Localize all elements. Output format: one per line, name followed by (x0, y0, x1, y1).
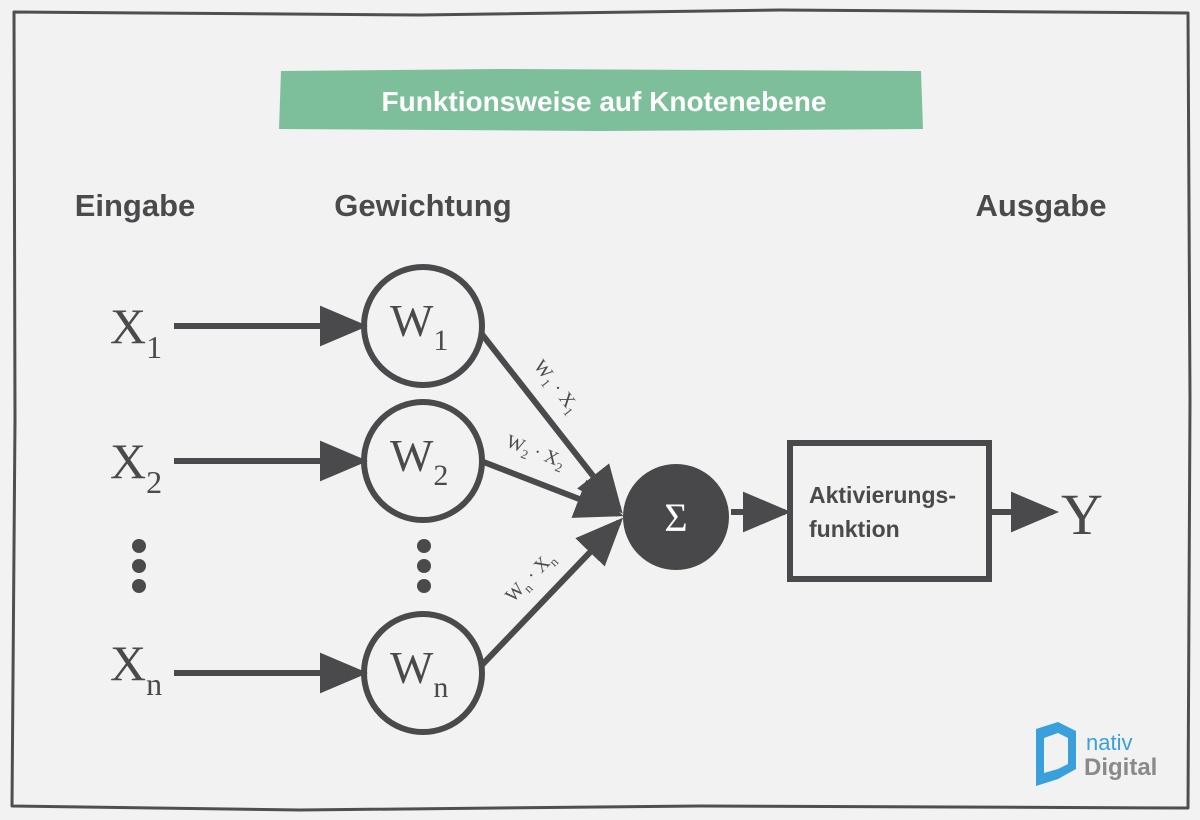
input-ellipsis (132, 539, 146, 593)
weight-label: W1 (390, 295, 448, 357)
header-input: Eingabe (75, 188, 196, 223)
logo-text-nativ: nativ (1086, 730, 1132, 755)
logo-text-digital: Digital (1084, 754, 1157, 781)
title-banner (279, 69, 923, 131)
sum-symbol: Σ (664, 495, 687, 540)
input-label: X1 (110, 298, 162, 365)
sum-node (623, 464, 729, 570)
activation-box (787, 440, 992, 582)
weighted-edge (478, 331, 623, 514)
output-symbol: Y (1061, 482, 1103, 547)
input-label: Xn (110, 635, 162, 702)
input-label: X2 (110, 433, 162, 500)
weight-ellipsis (417, 539, 431, 593)
weighted-edge (478, 517, 624, 669)
header-output: Ausgabe (976, 188, 1107, 223)
weight-node (361, 611, 485, 735)
weight-label: Wn (390, 642, 448, 704)
weight-node (361, 264, 485, 388)
page-title: Funktionsweise auf Knotenebene (382, 86, 827, 117)
product-label: Wn·Xn (501, 548, 561, 609)
product-label: W2·X2 (502, 431, 568, 475)
activation-label: Aktivierungs- funktion (809, 482, 962, 542)
weighted-edge (479, 458, 624, 518)
sketch-frame (10, 8, 1192, 812)
weight-label: W2 (390, 430, 448, 492)
header-weighting: Gewichtung (334, 188, 511, 223)
product-label: W1·X1 (527, 356, 583, 419)
nativ-digital-logo: nativ Digital (1036, 722, 1157, 786)
